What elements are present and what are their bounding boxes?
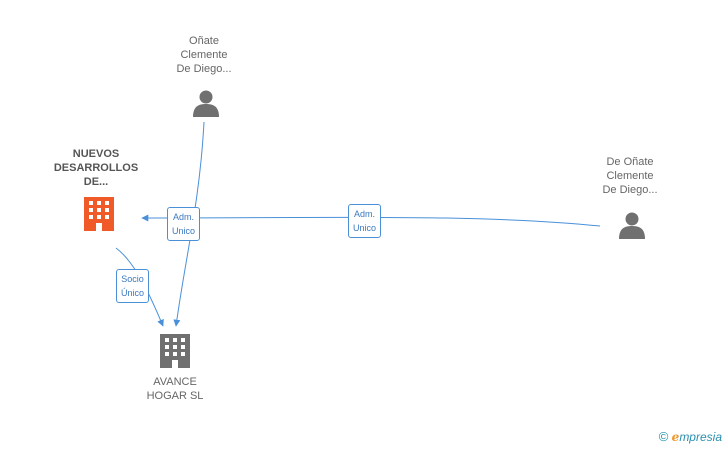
company-name-nuevos[interactable]: NUEVOS DESARROLLOS DE... xyxy=(53,148,139,188)
relation-socio-unico[interactable]: Socio Único xyxy=(116,269,150,303)
copyright-icon: © xyxy=(658,429,669,444)
person-icon xyxy=(619,212,645,239)
building-icon xyxy=(160,334,190,368)
empresia-logo[interactable]: © empresia xyxy=(658,429,722,444)
relation-adm-unico-right[interactable]: Adm. Unico xyxy=(348,204,382,238)
building-icon xyxy=(84,197,114,231)
edge-person-right-to-nuevos xyxy=(141,214,601,227)
company-name-avance[interactable]: AVANCE HOGAR SL xyxy=(146,376,204,402)
person-icon xyxy=(193,90,219,117)
person-name-right[interactable]: De Oñate Clemente De Diego... xyxy=(602,156,658,196)
relation-adm-unico-left[interactable]: Adm. Unico xyxy=(167,207,201,241)
person-name-top[interactable]: Oñate Clemente De Diego... xyxy=(176,35,232,75)
